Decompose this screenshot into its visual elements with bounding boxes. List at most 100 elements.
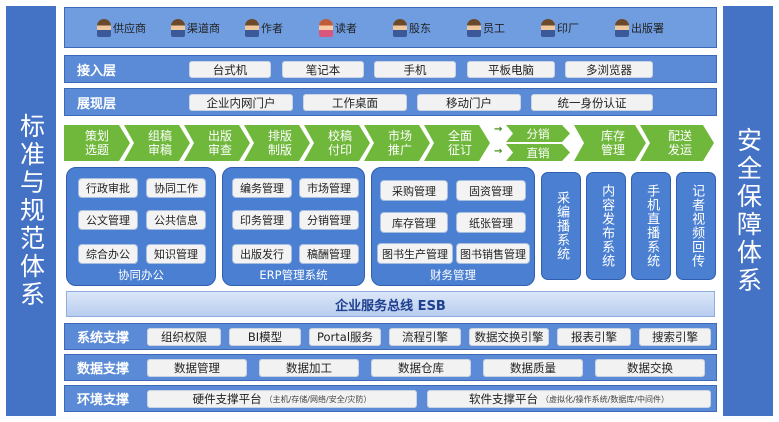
role-label: 作者	[261, 22, 283, 35]
flow-step-label: 策划 选题	[84, 129, 109, 157]
access-item-desktop: 台式机	[189, 61, 271, 78]
finance-item-inventory: 库存管理	[380, 212, 448, 233]
flow-step-manuscript: 组稿 审稿	[124, 125, 190, 161]
hardware-platform-label: 硬件支撑平台	[192, 392, 262, 406]
office-item-document: 公文管理	[78, 210, 138, 230]
system-support-layer: 系统支撑 组织权限 BI模型 Portal服务 流程引擎 数据交换引擎 报表引擎…	[64, 323, 717, 350]
erp-item-royalty: 稿酬管理	[299, 244, 359, 264]
display-layer-title: 展现层	[77, 96, 117, 112]
vertical-system-label: 内容发布系统	[599, 184, 615, 268]
security-sidebar-label: 安全保障体系	[733, 127, 763, 295]
system-item-search-engine: 搜索引擎	[639, 328, 711, 346]
person-icon	[97, 19, 111, 37]
branch-arrow-icon: →	[494, 124, 503, 135]
role-label: 员工	[483, 22, 505, 35]
system-support-title: 系统支撑	[77, 331, 130, 346]
flow-step-label: 出版 审查	[207, 129, 232, 157]
flow-step-review: 出版 审查	[184, 125, 250, 161]
hardware-platform: 硬件支撑平台（主机/存储/网络/安全/灾防）	[147, 390, 417, 408]
enterprise-service-bus: 企业服务总线 ESB	[66, 291, 715, 317]
system-item-bi-model: BI模型	[229, 328, 301, 346]
role-shareholder: 股东	[393, 17, 431, 39]
person-icon	[541, 19, 555, 37]
flow-branch-direct-sales: 直销	[506, 144, 570, 161]
office-group-title: 协同办公	[118, 268, 164, 282]
vertical-system-label: 手机直播系统	[644, 184, 660, 268]
erp-item-publishing: 出版发行	[232, 244, 292, 264]
role-label: 供应商	[113, 22, 146, 35]
data-support-title: 数据支撑	[77, 362, 130, 377]
environment-support-title: 环境支撑	[77, 393, 130, 408]
data-support-layer: 数据支撑 数据管理 数据加工 数据仓库 数据质量 数据交换	[64, 354, 717, 381]
flow-step-label: 配送 发运	[667, 129, 692, 157]
finance-item-paper: 纸张管理	[456, 212, 526, 233]
vertical-system-label: 采编播系统	[554, 191, 570, 261]
flow-step-typesetting: 排版 制版	[244, 125, 310, 161]
access-layer-title: 接入层	[77, 63, 117, 79]
person-female-icon	[319, 19, 333, 37]
flow-step-label: 库存 管理	[600, 129, 625, 157]
flow-step-label: 全面 征订	[447, 129, 472, 157]
erp-item-editorial: 编务管理	[232, 178, 292, 198]
vertical-system-reporter-video: 记者视频回传	[676, 172, 716, 280]
flow-branch-distribution: 分销	[506, 125, 570, 142]
vertical-system-editing-broadcast: 采编播系统	[541, 172, 581, 280]
office-item-collaboration: 协同工作	[146, 178, 206, 198]
access-item-phone: 手机	[374, 61, 456, 78]
erp-item-printing: 印务管理	[232, 210, 292, 230]
access-layer: 接入层 台式机 笔记本 手机 平板电脑 多浏览器	[64, 55, 717, 83]
data-item-processing: 数据加工	[259, 359, 359, 377]
access-item-laptop: 笔记本	[282, 61, 364, 78]
flow-step-label: 组稿 审稿	[147, 129, 172, 157]
software-platform: 软件支撑平台（虚拟化/操作系统/数据库/中间件）	[427, 390, 711, 408]
person-icon	[393, 19, 407, 37]
finance-item-fixed-assets: 固资管理	[456, 180, 526, 201]
display-item-sso: 统一身份认证	[531, 94, 653, 111]
flow-step-subscription: 全面 征订	[424, 125, 490, 161]
flow-step-marketing: 市场 推广	[364, 125, 430, 161]
erp-item-market: 市场管理	[299, 178, 359, 198]
vertical-system-label: 记者视频回传	[689, 184, 705, 268]
office-item-admin-approval: 行政审批	[78, 178, 138, 198]
erp-item-distribution: 分销管理	[299, 210, 359, 230]
finance-item-book-production: 图书生产管理	[377, 243, 453, 264]
role-channel: 渠道商	[171, 17, 220, 39]
office-item-knowledge: 知识管理	[146, 244, 206, 264]
display-item-intranet-portal: 企业内网门户	[189, 94, 293, 111]
vertical-system-content-publish: 内容发布系统	[586, 172, 626, 280]
flow-step-delivery: 配送 发运	[640, 125, 714, 161]
display-layer: 展现层 企业内网门户 工作桌面 移动门户 统一身份认证	[64, 88, 717, 116]
environment-support-layer: 环境支撑 硬件支撑平台（主机/存储/网络/安全/灾防） 软件支撑平台（虚拟化/操…	[64, 385, 717, 412]
roles-band: 供应商 渠道商 作者 读者 股东 员工 印厂 出版署	[64, 7, 717, 48]
flow-step-proofing: 校稿 付印	[304, 125, 370, 161]
access-item-browsers: 多浏览器	[565, 61, 653, 78]
role-author: 作者	[245, 17, 283, 39]
person-icon	[245, 19, 259, 37]
standards-sidebar: 标准与规范体系	[6, 6, 56, 416]
erp-system-group: 编务管理 市场管理 印务管理 分销管理 出版发行 稿酬管理 ERP管理系统	[222, 167, 365, 286]
role-printer: 印厂	[541, 17, 579, 39]
person-icon	[615, 19, 629, 37]
data-item-management: 数据管理	[147, 359, 247, 377]
person-icon	[171, 19, 185, 37]
office-item-public-info: 公共信息	[146, 210, 206, 230]
flow-step-label: 排版 制版	[267, 129, 292, 157]
vertical-system-mobile-live: 手机直播系统	[631, 172, 671, 280]
finance-group: 采购管理 固资管理 库存管理 纸张管理 图书生产管理 图书销售管理 财务管理	[371, 167, 535, 286]
office-item-general-office: 综合办公	[78, 244, 138, 264]
flow-step-inventory: 库存 管理	[574, 125, 646, 161]
flow-step-label: 市场 推广	[387, 129, 412, 157]
data-item-quality: 数据质量	[483, 359, 583, 377]
role-label: 渠道商	[187, 22, 220, 35]
role-label: 读者	[335, 22, 357, 35]
flow-step-planning: 策划 选题	[64, 125, 130, 161]
system-item-org-permission: 组织权限	[147, 328, 221, 346]
standards-sidebar-label: 标准与规范体系	[16, 113, 46, 309]
person-icon	[467, 19, 481, 37]
role-reader: 读者	[319, 17, 357, 39]
role-publication-bureau: 出版署	[615, 17, 664, 39]
role-label: 出版署	[631, 22, 664, 35]
role-employee: 员工	[467, 17, 505, 39]
finance-group-title: 财务管理	[430, 268, 476, 282]
hardware-platform-detail: （主机/存储/网络/安全/灾防）	[264, 394, 372, 404]
